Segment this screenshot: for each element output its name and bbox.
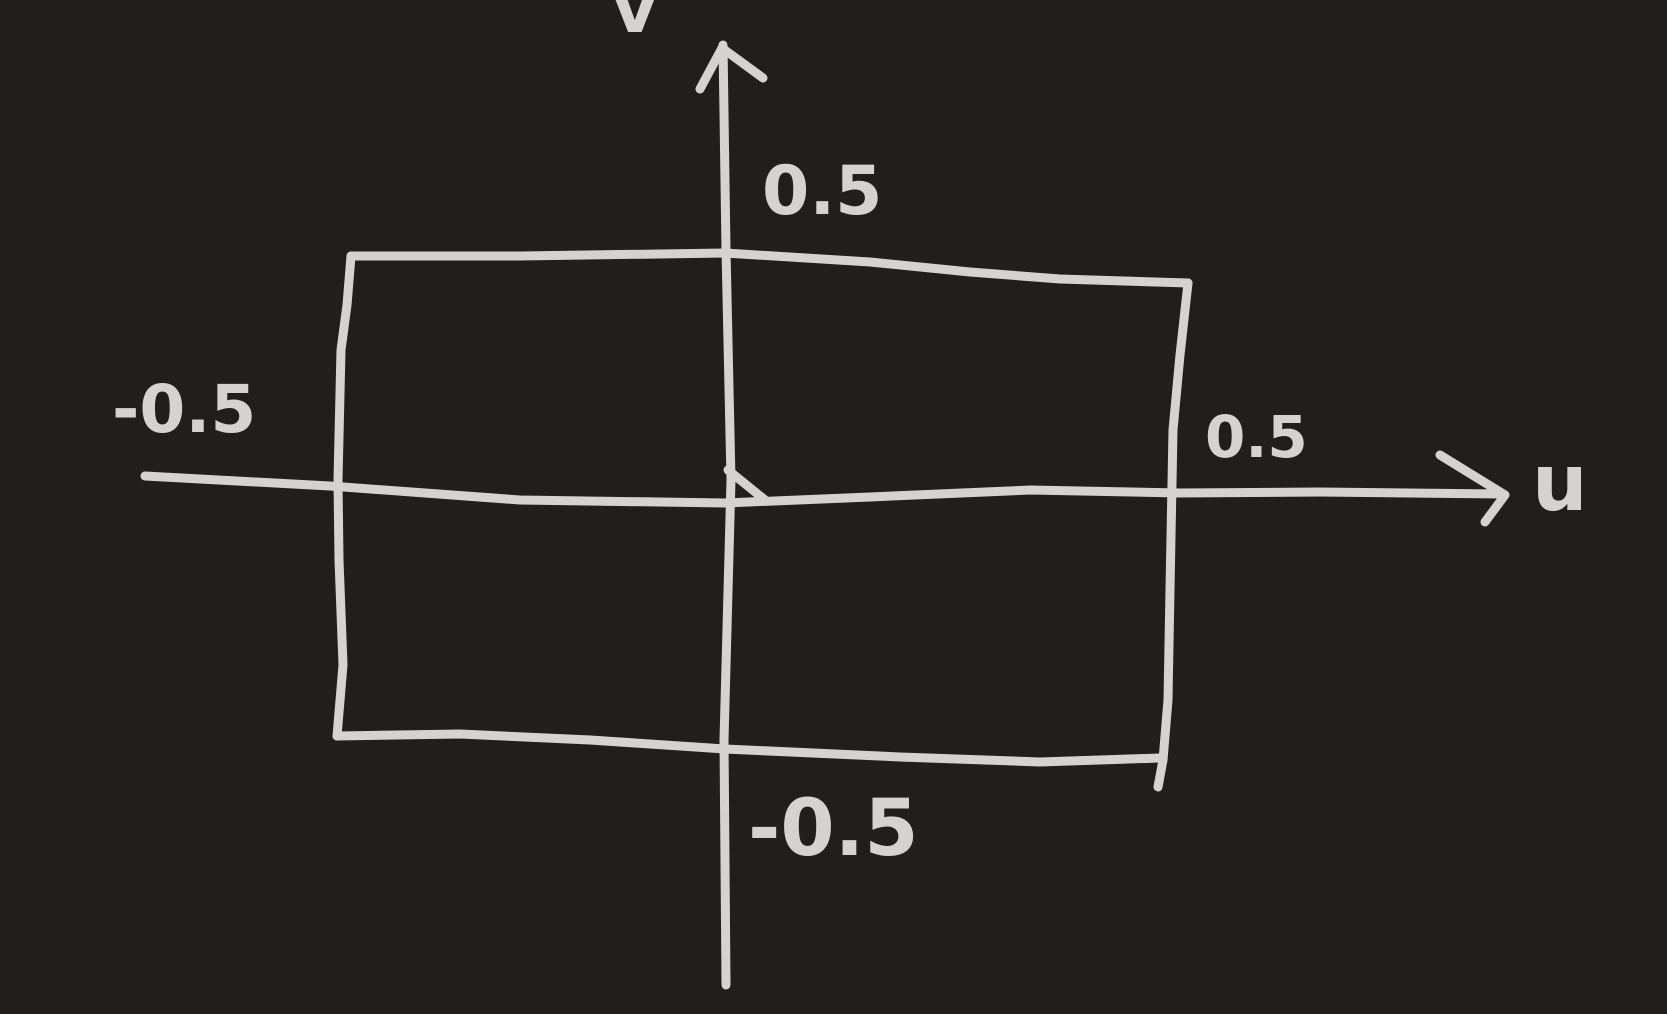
v-bottom-tick-label: -0.5: [748, 784, 919, 874]
v-axis-line: [718, 40, 736, 990]
v-axis-arrowhead: [695, 43, 768, 94]
u-axis-label: u: [1532, 439, 1588, 529]
rectangle-right-edge: [1153, 278, 1193, 792]
u-right-tick-label: 0.5: [1205, 403, 1308, 471]
rectangle-left-edge: [332, 251, 356, 741]
u-axis-line: [140, 471, 1505, 508]
u-axis-arrowhead: [1435, 450, 1510, 527]
origin-mark: [723, 465, 770, 505]
u-left-tick-label: -0.5: [112, 371, 256, 448]
v-top-tick-label: 0.5: [762, 152, 882, 231]
rectangle-bottom-edge: [332, 729, 1165, 767]
rectangle-top-edge: [346, 248, 1193, 288]
v-axis-label: v: [612, 0, 658, 49]
